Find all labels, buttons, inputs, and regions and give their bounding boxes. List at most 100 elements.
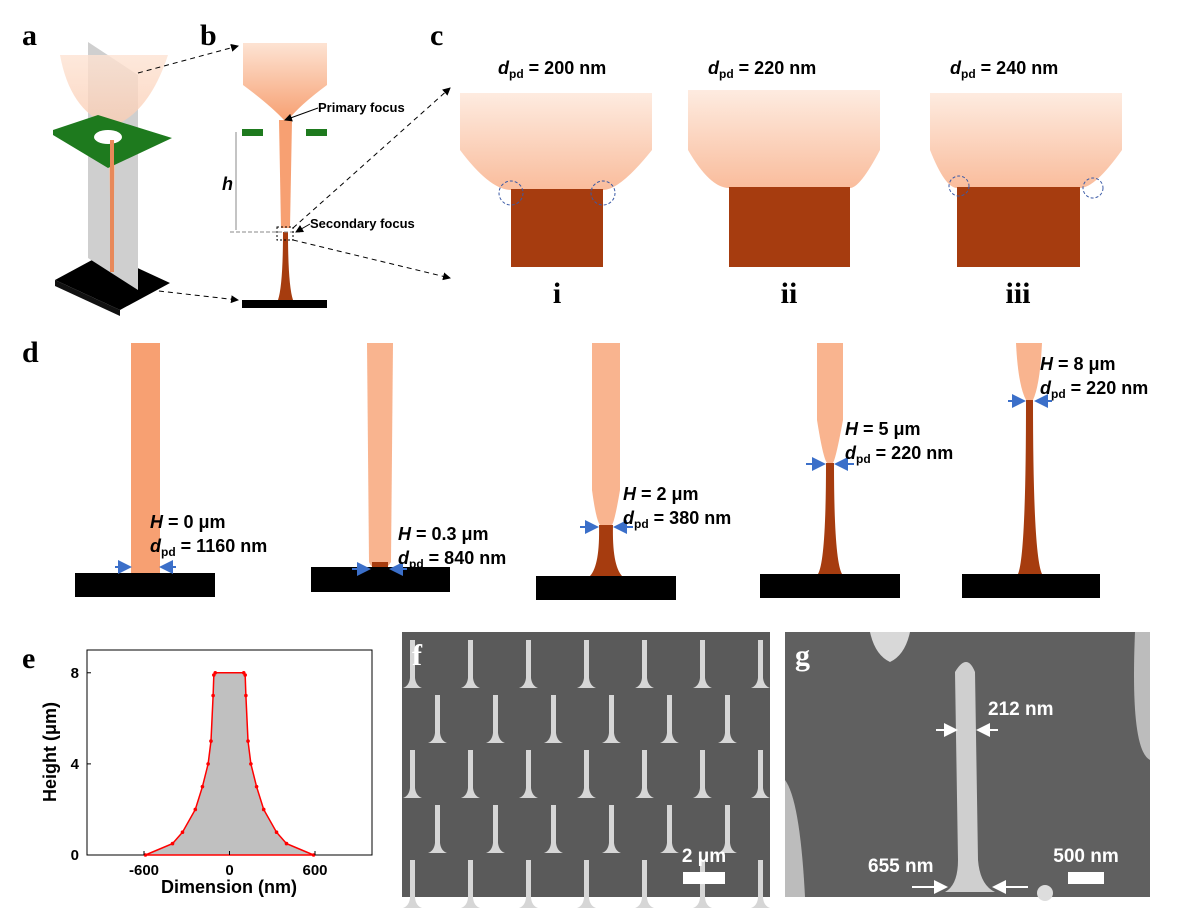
nanopillar: [428, 695, 447, 743]
scale-label: 2 μm: [682, 846, 726, 867]
pillar-top: [957, 187, 1080, 267]
nanopillar: [403, 750, 422, 798]
beam: [1016, 343, 1042, 400]
x-tick-label: 0: [225, 862, 233, 879]
data-point: [244, 693, 248, 698]
pillar-top: [729, 187, 850, 267]
nanopillar: [403, 640, 422, 688]
data-point: [200, 784, 205, 789]
x-tick-label: -600: [129, 862, 159, 879]
nanopillar: [461, 750, 480, 798]
beam: [279, 120, 292, 228]
panel-c-item: dpd = 200 nm i: [460, 58, 652, 310]
nanopillar: [544, 695, 563, 743]
nanopillar: [751, 750, 770, 798]
substrate: [55, 253, 170, 310]
nanopillar: [461, 640, 480, 688]
nanopillar: [751, 860, 770, 908]
data-point: [193, 807, 198, 812]
mask-left: [242, 129, 263, 136]
pillar: [1018, 400, 1042, 574]
panel-c: dpd = 200 nm i dpd = 220 nm ii dpd = 240…: [460, 58, 1122, 310]
data-point: [213, 670, 218, 675]
panel-f-sem-image: 2 μm: [402, 632, 770, 908]
data-point: [170, 841, 175, 846]
data-point: [246, 739, 250, 743]
panel-d-label: H = 8 μm dpd = 220 nm: [1040, 354, 1148, 401]
svg-text:H = 5 μm: H = 5 μm: [845, 419, 921, 439]
substrate: [311, 567, 450, 592]
data-point: [284, 841, 289, 846]
beam: [131, 343, 160, 573]
svg-text:dpd = 220 nm: dpd = 220 nm: [1040, 378, 1148, 401]
nanopillar: [660, 805, 679, 853]
nanopillar: [577, 860, 596, 908]
nanopillar: [602, 695, 621, 743]
y-tick-label: 0: [71, 847, 79, 864]
nanopillar: [486, 805, 505, 853]
pillar: [590, 525, 622, 576]
nanopillar: [693, 640, 712, 688]
svg-text:H = 0.3 μm: H = 0.3 μm: [398, 524, 489, 544]
zoom-box: [276, 226, 294, 241]
data-point: [249, 762, 253, 766]
nanopillar: [403, 860, 422, 908]
svg-text:dpd = 1160 nm: dpd = 1160 nm: [150, 536, 267, 559]
scale-bar: [683, 872, 725, 884]
y-axis-label: Height (μm): [40, 702, 60, 802]
nanopillar: [635, 750, 654, 798]
data-point: [209, 739, 213, 743]
nanopillar: [428, 805, 447, 853]
beam: [817, 343, 843, 463]
panel-label-e: e: [22, 642, 35, 675]
data-point: [311, 853, 316, 857]
data-point: [261, 807, 266, 812]
substrate: [75, 573, 215, 597]
nanopillar: [519, 640, 538, 688]
scale-label: 500 nm: [1053, 846, 1118, 867]
nanopillar: [751, 640, 770, 688]
svg-text:ii: ii: [781, 277, 798, 310]
svg-text:dpd = 240 nm: dpd = 240 nm: [950, 58, 1058, 81]
pillar: [818, 463, 842, 574]
panel-g-sem-image: 212 nm 655 nm 500 nm: [785, 632, 1150, 901]
svg-text:dpd = 380 nm: dpd = 380 nm: [623, 508, 731, 531]
nanopillar: [577, 750, 596, 798]
data-point: [211, 693, 215, 698]
nanopillar: [945, 662, 995, 892]
svg-text:dpd = 220 nm: dpd = 220 nm: [845, 443, 953, 466]
panel-label-d: d: [22, 336, 39, 369]
panel-label-b: b: [200, 19, 217, 52]
nanopillar: [544, 805, 563, 853]
panel-label-c: c: [430, 19, 443, 52]
nanopillar: [519, 860, 538, 908]
y-tick-label: 4: [71, 756, 80, 773]
nanopillar: [461, 860, 480, 908]
secondary-focus-label: Secondary focus: [310, 216, 415, 231]
svg-text:H = 8 μm: H = 8 μm: [1040, 354, 1116, 374]
data-point: [274, 830, 279, 835]
ray-fan: [243, 43, 327, 120]
profile-area: [145, 672, 314, 856]
data-point: [206, 762, 210, 766]
svg-text:dpd = 220 nm: dpd = 220 nm: [708, 58, 816, 81]
panel-label-g: g: [795, 639, 810, 672]
nanopillar: [718, 695, 737, 743]
beam: [367, 343, 393, 567]
panel-a-schematic: [53, 42, 172, 316]
panel-d: [75, 343, 1100, 600]
svg-text:H = 0 μm: H = 0 μm: [150, 512, 226, 532]
panel-label-f: f: [412, 639, 423, 672]
bottom-width-label: 655 nm: [868, 856, 933, 877]
panel-c-item: dpd = 240 nm iii: [930, 58, 1122, 310]
y-tick-label: 8: [71, 665, 79, 682]
data-point: [143, 853, 148, 857]
primary-focus-label: Primary focus: [318, 100, 405, 115]
svg-text:i: i: [553, 277, 561, 310]
